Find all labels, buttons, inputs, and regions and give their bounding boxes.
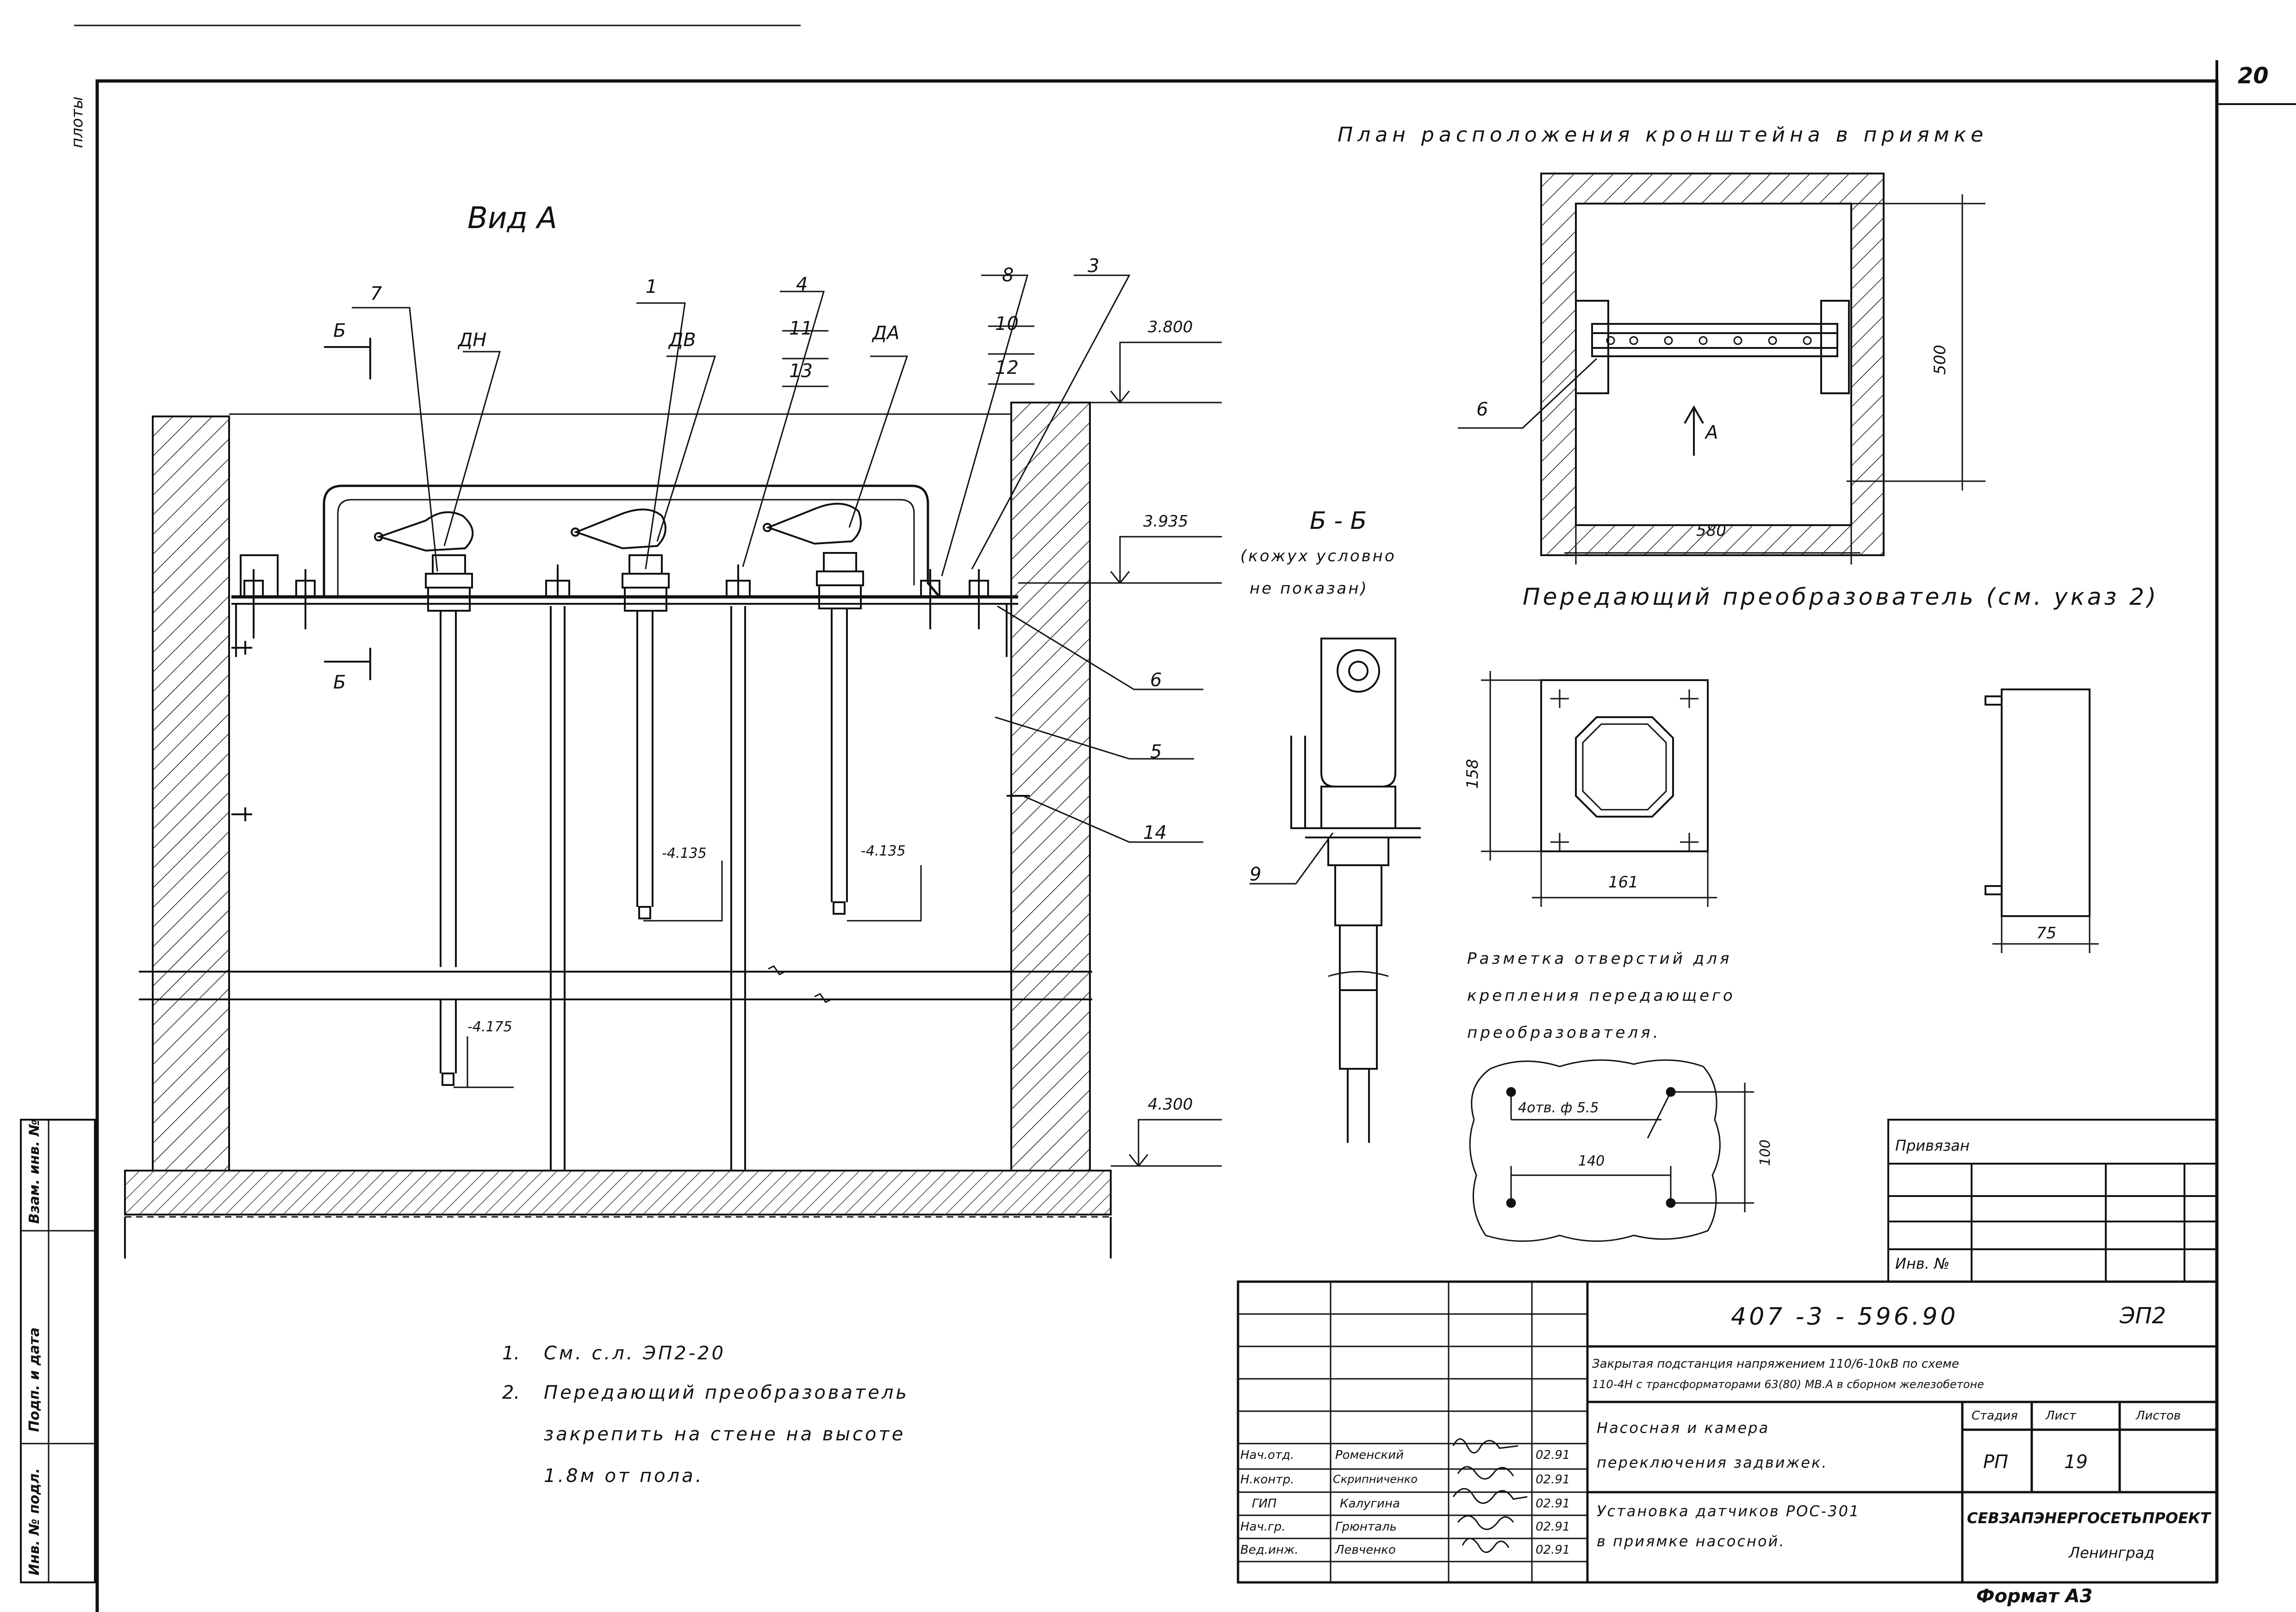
section-mark-top: Б [333,320,346,341]
callout-1: 1 [646,276,658,298]
doc-code: 407 -3 - 596.90 [1731,1303,1959,1331]
staff-date-2: 02.91 [1536,1473,1570,1487]
staff-role-5: Вед.инж. [1240,1543,1299,1557]
sheets-header: Листов [2136,1409,2181,1423]
staff-name-5: Левченко [1335,1543,1396,1557]
elevation-4300: 4.300 [1148,1095,1193,1114]
elevation-3935: 3.935 [1143,512,1188,531]
section-bb-title: Б - Б [1310,507,1367,535]
binding-inv: Инв. № [1895,1255,1950,1272]
sensor-dn-label: ДН [458,329,487,351]
elevation-4135-da: -4.135 [861,843,906,859]
staff-date-4: 02.91 [1536,1520,1570,1534]
plan-view-arrow-label: А [1705,422,1718,443]
staff-role-4: Нач.гр. [1240,1520,1286,1534]
section-bb-note-2: не показан) [1250,579,1369,598]
callout-4: 4 [796,274,808,295]
hole-marking-dim-v: 100 [1757,1139,1773,1166]
hole-marking-title-3: преобразователя. [1467,1023,1661,1042]
transmitter-dim-height: 158 [1463,759,1482,789]
object-line-1: Закрытая подстанция напряжением 110/6-10… [1592,1357,1959,1371]
plan-dim-height: 500 [1931,345,1949,375]
transmitter-title: Передающий преобразователь (см. указ 2) [1523,583,2159,610]
view-a-title: Вид А [467,201,557,236]
building-line-2: переключения задвижек. [1597,1454,1828,1471]
callout-11: 11 [789,318,813,339]
sheet-number: 20 [2238,63,2269,89]
note-2-text: Передающий преобразователь [544,1382,909,1403]
callout-5: 5 [1150,741,1162,763]
staff-name-4: Грюнталь [1335,1520,1397,1534]
staff-role-2: Н.контр. [1240,1473,1294,1487]
staff-role-3: ГИП [1252,1497,1277,1511]
callout-9: 9 [1250,864,1262,885]
callout-6: 6 [1150,670,1162,691]
staff-date-1: 02.91 [1536,1448,1570,1462]
sheet-code: ЭП2 [2120,1303,2166,1329]
callout-3: 3 [1088,255,1100,277]
note-1-text: См. с.л. ЭП2-20 [544,1343,726,1364]
callout-14: 14 [1143,822,1167,843]
stage-value: РП [1983,1451,2009,1473]
binding-title: Привязан [1895,1137,1970,1154]
margin-mark: плоты [68,96,87,148]
stage-header: Стадия [1972,1409,2018,1423]
callout-13: 13 [789,360,813,382]
sheet-header: Лист [2046,1409,2076,1423]
elevation-4175: -4.175 [467,1019,512,1035]
sheet-value: 19 [2064,1451,2088,1473]
hole-marking-title-1: Разметка отверстий для [1467,949,1732,968]
elevation-3800: 3.800 [1148,318,1193,336]
staff-name-1: Роменский [1335,1448,1404,1462]
staff-date-3: 02.91 [1536,1497,1570,1511]
elevation-4135-dv: -4.135 [662,845,707,862]
callout-7: 7 [370,283,382,304]
callout-8: 8 [1002,265,1014,286]
transmitter-dim-depth: 75 [2036,924,2057,942]
staff-name-2: Скрипниченко [1333,1473,1418,1486]
building-line-1: Насосная и камера [1597,1419,1770,1437]
staff-date-5: 02.91 [1536,1543,1570,1557]
sensor-dv-label: ДВ [669,329,696,351]
staff-name-3: Калугина [1340,1497,1400,1511]
hole-marking-dim-h: 140 [1578,1153,1605,1169]
drawing-line-2: в приямке насосной. [1597,1532,1786,1550]
org-line-1: СЕВЗАПЭНЕРГОСЕТЬПРОЕКТ [1967,1509,2211,1527]
plan-title: План расположения кронштейна в приямке [1338,123,1988,147]
callout-10: 10 [995,313,1019,335]
stamp-inv-podl: Инв. № подл. [26,1468,43,1575]
stamp-vzam-inv: Взам. инв. № [26,1119,43,1224]
transmitter-dim-width: 161 [1608,873,1638,892]
note-2-number: 2. [502,1382,520,1403]
section-bb-note-1: (кожух условно [1240,547,1396,565]
note-3-text: закрепить на стене на высоте [544,1424,906,1445]
org-line-2: Ленинград [2069,1544,2155,1562]
plan-dim-width: 580 [1696,521,1726,540]
drawing-line-1: Установка датчиков РОС-301 [1597,1502,1860,1520]
plan-callout-6: 6 [1476,399,1488,420]
object-line-2: 110-4Н с трансформаторами 63(80) МВ.А в … [1592,1378,1984,1391]
staff-role-1: Нач.отд. [1240,1448,1294,1462]
sheet-format: Формат А3 [1976,1586,2093,1607]
note-1-number: 1. [502,1343,520,1364]
note-4-text: 1.8м от пола. [544,1465,704,1487]
hole-marking-holes-label: 4отв. ф 5.5 [1518,1100,1599,1116]
callout-12: 12 [995,357,1019,378]
section-mark-bottom: Б [333,672,346,693]
sensor-da-label: ДА [872,322,900,344]
hole-marking-title-2: крепления передающего [1467,986,1736,1005]
stamp-podp-data: Подп. и дата [26,1327,43,1432]
